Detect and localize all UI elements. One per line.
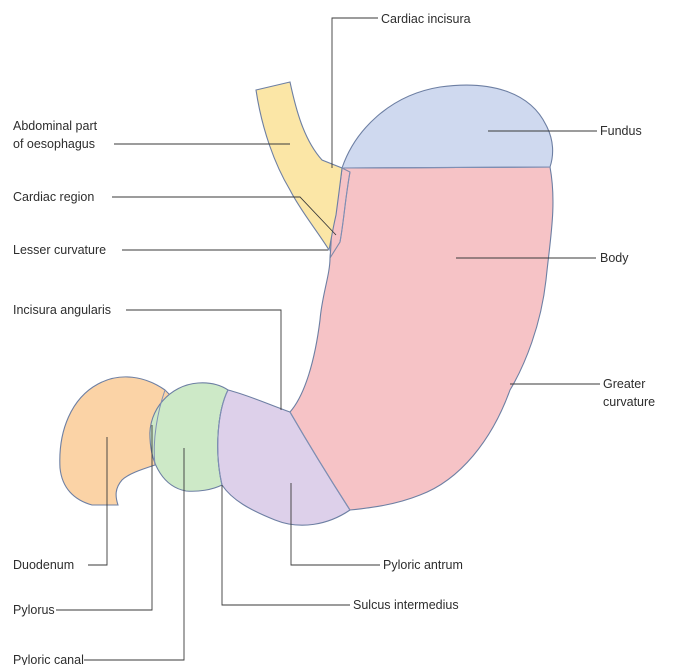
label-lesser-curvature: Lesser curvature (13, 243, 106, 257)
oesophagus-region (256, 82, 342, 250)
label-body: Body (600, 251, 629, 265)
label-pyloric-antrum: Pyloric antrum (383, 558, 463, 572)
label-abdominal-oesophagus-line2: of oesophagus (13, 137, 95, 151)
label-fundus: Fundus (600, 124, 642, 138)
label-cardiac-incisura: Cardiac incisura (381, 12, 471, 26)
label-sulcus-intermedius: Sulcus intermedius (353, 598, 459, 612)
label-greater-curvature-line1: Greater (603, 377, 645, 391)
fundus-region (342, 85, 553, 168)
label-pyloric-canal: Pyloric canal (13, 653, 84, 665)
label-cardiac-region: Cardiac region (13, 190, 94, 204)
label-duodenum: Duodenum (13, 558, 74, 572)
label-incisura-angularis: Incisura angularis (13, 303, 111, 317)
label-pylorus: Pylorus (13, 603, 55, 617)
label-greater-curvature-line2: curvature (603, 395, 655, 409)
label-abdominal-oesophagus-line1: Abdominal part (13, 119, 98, 133)
